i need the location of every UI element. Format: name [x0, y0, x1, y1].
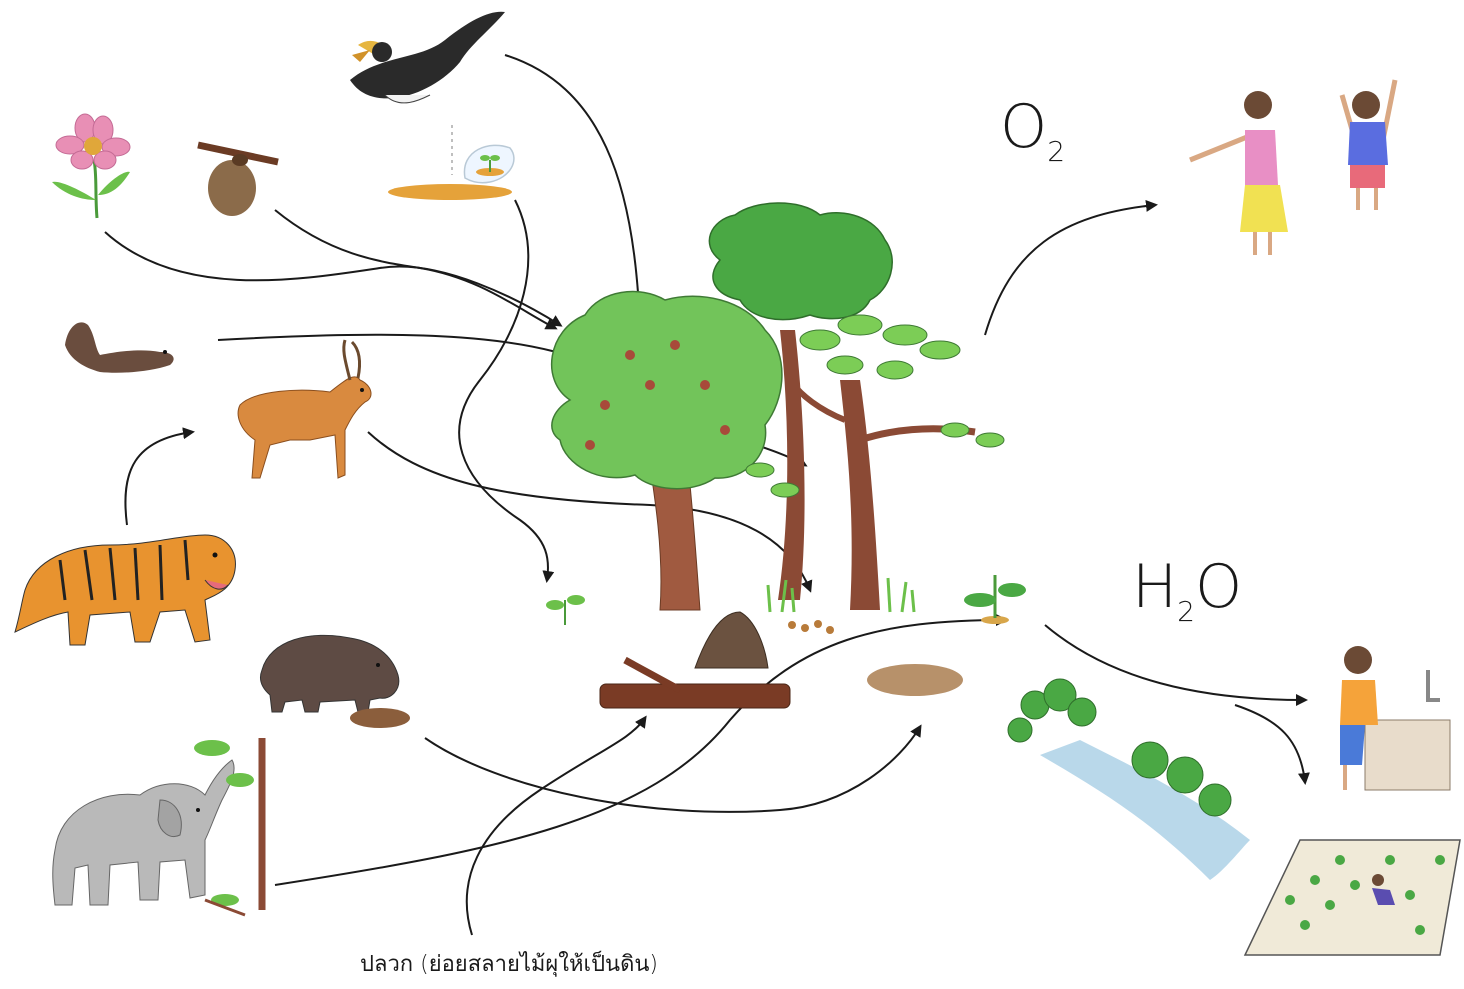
water-o-symbol: O [1195, 552, 1242, 622]
arrow-forest-to-oxygen [985, 205, 1155, 335]
farm-field-icon [1245, 840, 1460, 955]
arrow-bees-nest-to-tree [275, 210, 555, 328]
river-scene-icon [1008, 679, 1250, 880]
bees-nest-icon [198, 145, 278, 216]
oxygen-symbol: O [1000, 92, 1047, 162]
leaf-litter-icon [867, 664, 963, 696]
sapling-icon-left [546, 595, 585, 625]
arrow-water-to-farm [1235, 705, 1305, 782]
wild-boar-icon [260, 635, 410, 728]
seed-germination-icon [388, 125, 514, 200]
water-subscript: 2 [1177, 595, 1195, 628]
squirrel-icon [65, 322, 174, 372]
termite-mound-icon [695, 612, 768, 668]
hornbill-icon [350, 12, 505, 103]
deer-icon [238, 340, 371, 478]
tiger-icon [15, 535, 235, 645]
arrow-forest-to-water-use [1045, 625, 1305, 700]
elephant-icon [53, 738, 262, 915]
oxygen-subscript: 2 [1047, 135, 1065, 168]
arrow-seed-to-sapling [459, 200, 548, 580]
arrow-tiger-to-deer [125, 432, 192, 525]
washing-hands-icon [1340, 646, 1450, 790]
termite-caption: ปลวก (ย่อยสลายไม้ผุให้เป็นดิน) [360, 946, 658, 981]
water-label: H2O [1132, 552, 1242, 628]
children-breathing-icon [1190, 80, 1395, 255]
sapling-icon-right [964, 575, 1026, 624]
fruit-tree-icon [552, 292, 782, 610]
fallen-seeds [788, 620, 834, 634]
oxygen-label: O2 [1000, 92, 1065, 168]
arrow-boar-to-soil [425, 727, 920, 812]
flower-icon [52, 114, 130, 218]
water-h-symbol: H [1132, 552, 1177, 622]
